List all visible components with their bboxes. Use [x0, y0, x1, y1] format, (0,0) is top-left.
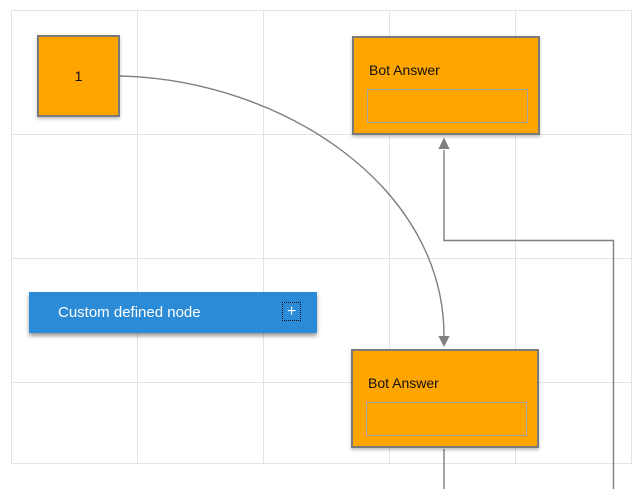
- custom-node-label: Custom defined node: [58, 304, 201, 321]
- curved-connector[interactable]: [119, 75, 445, 337]
- node-title: Bot Answer: [369, 62, 440, 78]
- bot-answer-node-bottom[interactable]: Bot Answer: [351, 349, 539, 448]
- answer-field[interactable]: [366, 402, 527, 436]
- plus-icon: +: [286, 302, 297, 320]
- bot-answer-node-top[interactable]: Bot Answer: [352, 36, 540, 135]
- curved-connector-arrowhead-icon: [438, 336, 450, 347]
- answer-field[interactable]: [367, 89, 528, 123]
- elbow-connector[interactable]: [443, 150, 615, 489]
- square-node[interactable]: 1: [37, 35, 120, 117]
- node-title: Bot Answer: [368, 375, 439, 391]
- square-node-label: 1: [74, 68, 83, 84]
- elbow-connector-arrowhead-icon: [438, 137, 450, 149]
- add-button[interactable]: +: [282, 302, 301, 321]
- custom-defined-node[interactable]: Custom defined node +: [29, 292, 317, 333]
